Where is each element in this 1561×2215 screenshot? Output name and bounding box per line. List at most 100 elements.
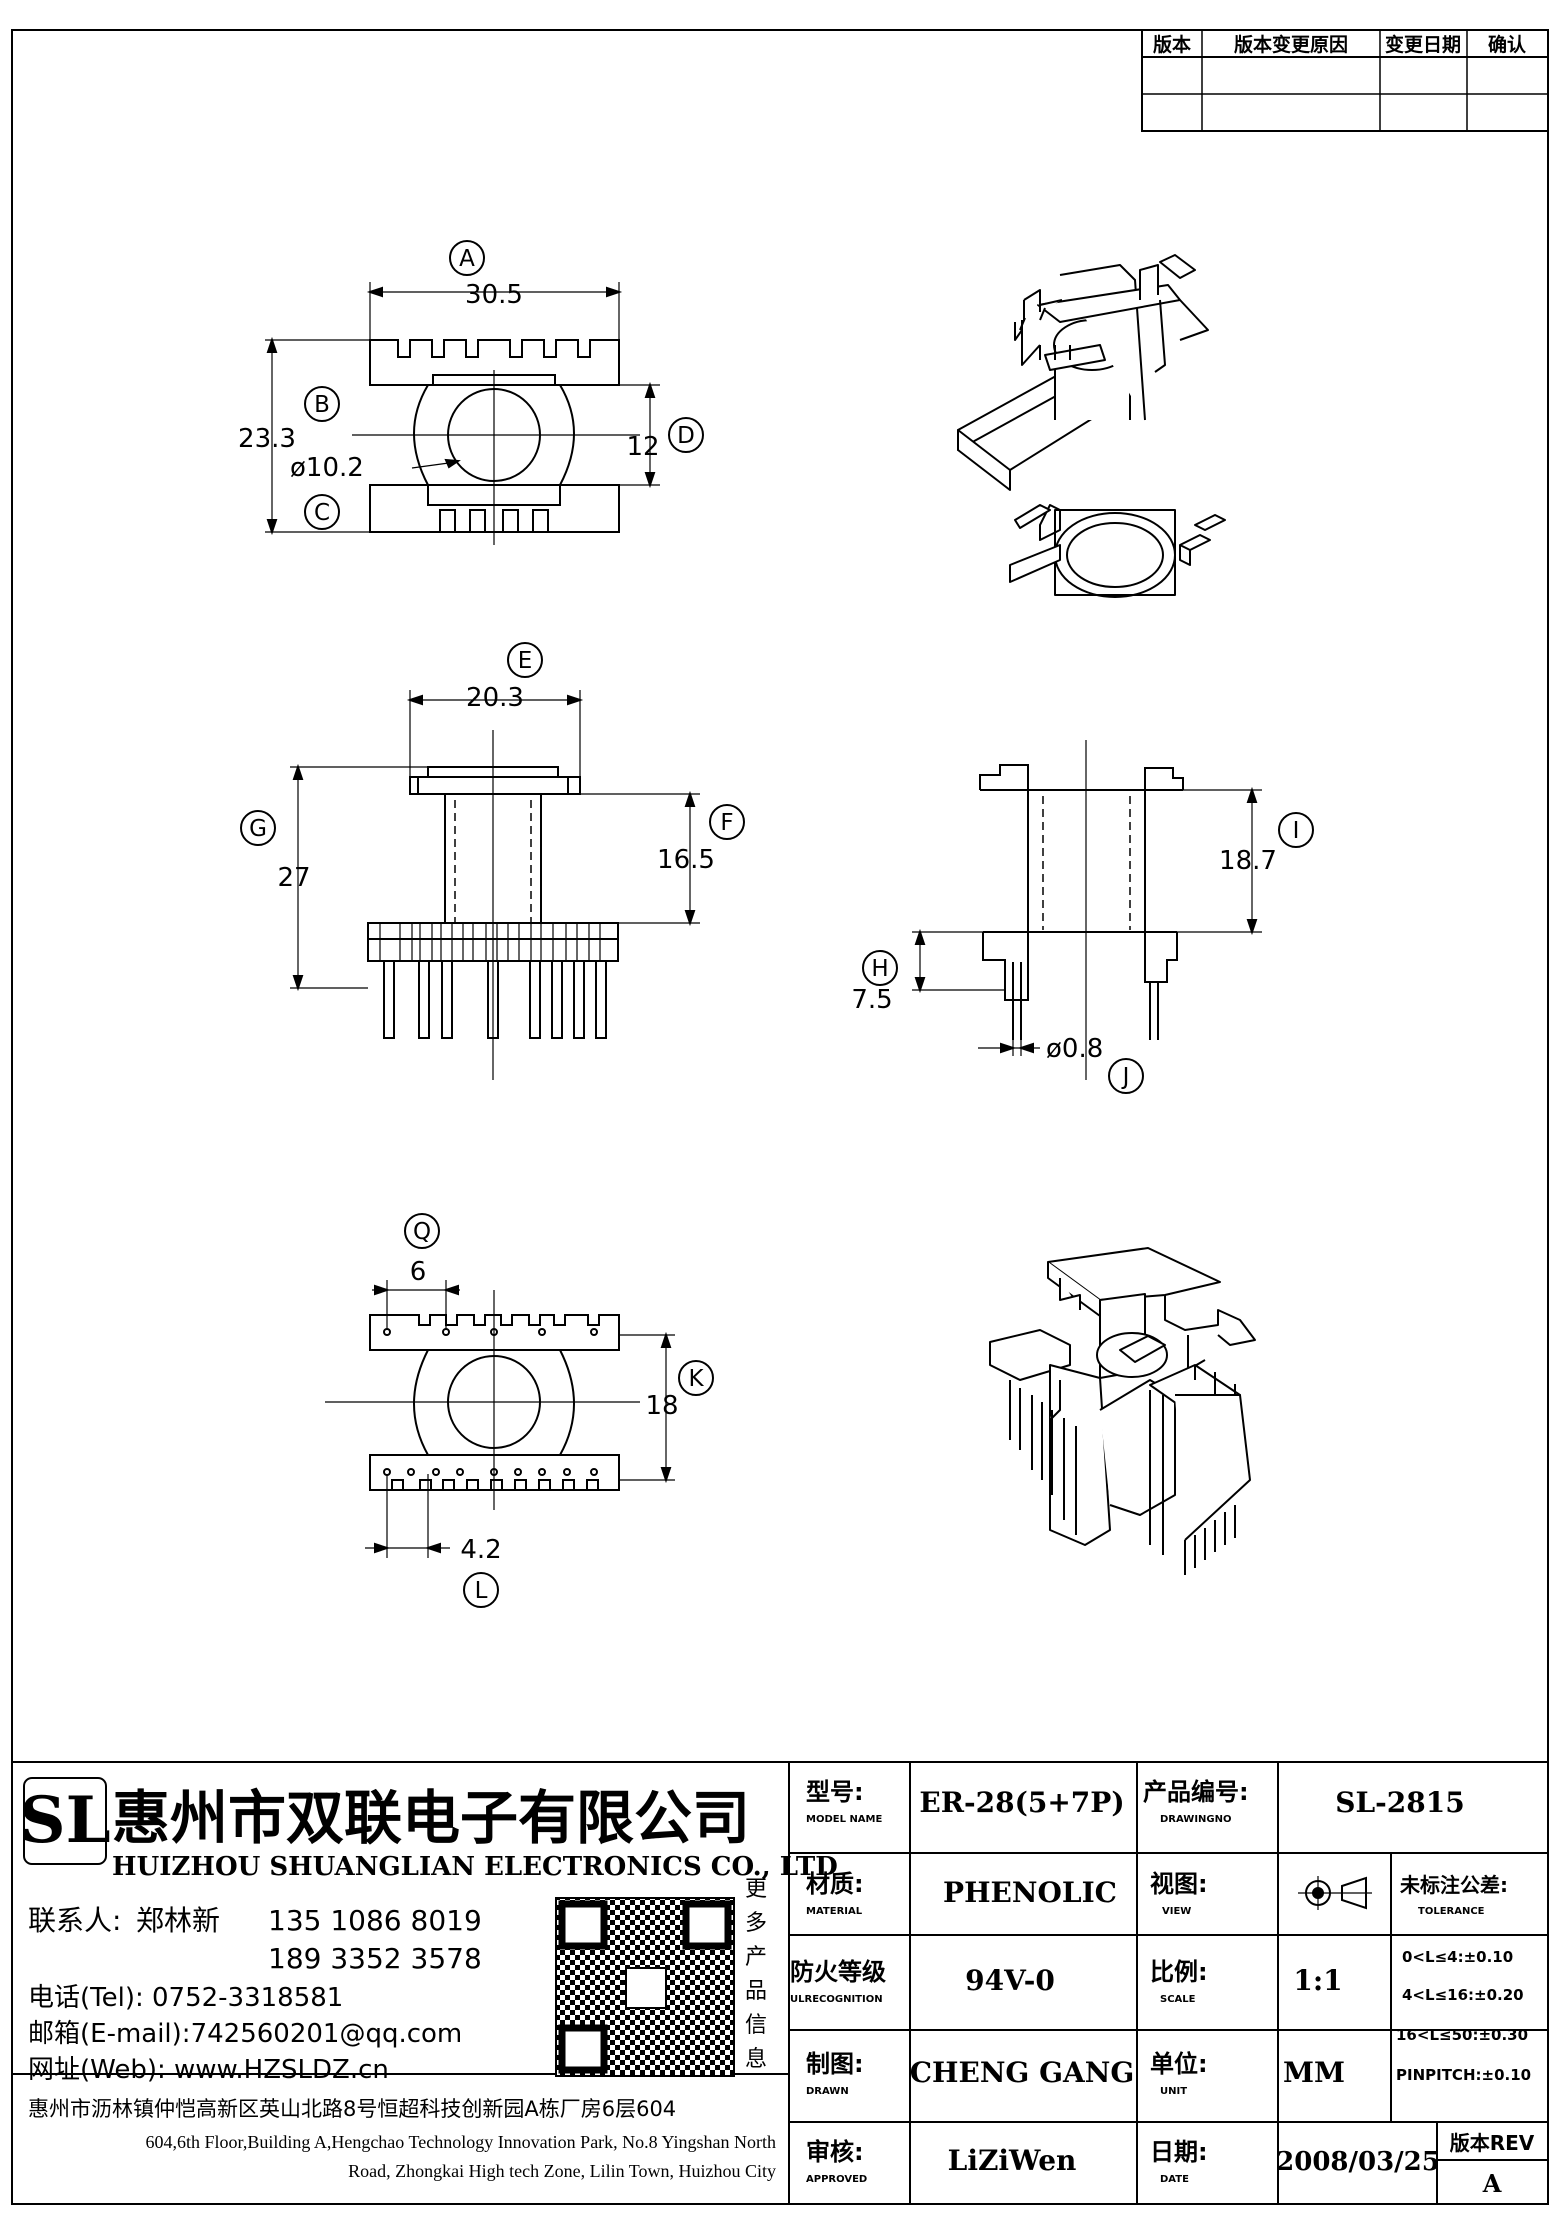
- iso-view-bottom: [989, 1247, 1256, 1575]
- scale-value: 1:1: [1293, 1964, 1342, 1997]
- rev-header-version: 版本: [1153, 33, 1191, 56]
- address-en-1: 604,6th Floor,Building A,Hengchao Techno…: [146, 2132, 776, 2152]
- tolerance-3: 16<L≤50:±0.30: [1396, 2026, 1528, 2044]
- dim-label-g: G: [249, 816, 267, 842]
- tolerance-label: 未标注公差:: [1400, 1873, 1508, 1897]
- view-label-en: VIEW: [1162, 1906, 1191, 1917]
- dim-value-b: 23.3: [238, 424, 296, 454]
- iso-view-top: [957, 254, 1226, 598]
- tel-line: 电话(Tel): 0752-3318581: [28, 1983, 343, 2013]
- svg-text:多: 多: [745, 1911, 767, 1936]
- rev-header-date: 变更日期: [1385, 33, 1461, 56]
- dim-label-f: F: [720, 810, 733, 836]
- top-view-labels: A 30.5 B 23.3 C D 12 ø10.2: [238, 246, 695, 526]
- company-name-en: HUIZHOU SHUANGLIAN ELECTRONICS CO., LTD: [112, 1852, 838, 1882]
- company-name-cn: 惠州市双联电子有限公司: [112, 1784, 750, 1852]
- dim-label-c: C: [314, 500, 330, 526]
- front-view-labels: E 20.3 F 16.5 G 27: [249, 648, 734, 893]
- dim-label-d: D: [677, 423, 695, 449]
- svg-text:信: 信: [745, 2013, 767, 2038]
- svg-text:息: 息: [745, 2047, 767, 2072]
- drawn-label-en: DRAWN: [806, 2086, 849, 2097]
- dim-label-e: E: [518, 648, 533, 674]
- fire-value: 94V-0: [965, 1964, 1055, 1997]
- rev-header-reason: 版本变更原因: [1234, 33, 1348, 56]
- date-label-en: DATE: [1160, 2174, 1189, 2185]
- dim-value-a: 30.5: [465, 280, 523, 310]
- title-block: [12, 1761, 1548, 2204]
- company-logo: SL: [19, 1777, 111, 1865]
- dim-value-d: 12: [626, 432, 659, 462]
- bottom-view-labels: Q 6 K 18 4.2 L: [410, 1219, 705, 1604]
- drawn-value: CHENG GANG: [910, 2056, 1134, 2089]
- dim-value-q: 6: [410, 1257, 427, 1287]
- drawingno-label-en: DRAWINGNO: [1160, 1814, 1232, 1825]
- dim-value-g: 27: [277, 863, 310, 893]
- rev-header-confirm: 确认: [1488, 33, 1526, 56]
- dim-label-a: A: [459, 246, 475, 272]
- svg-text:更: 更: [745, 1877, 767, 1902]
- dim-value-j: ø0.8: [1046, 1034, 1103, 1064]
- side-view: [862, 740, 1314, 1094]
- unit-label-en: UNIT: [1160, 2086, 1187, 2097]
- dim-value-i: 18.7: [1219, 846, 1277, 876]
- revision-table: 版本 版本变更原因 变更日期 确认: [1141, 29, 1549, 132]
- view-label: 视图:: [1150, 1870, 1208, 1898]
- model-value: ER-28(5+7P): [919, 1786, 1124, 1819]
- drawingno-value: SL-2815: [1335, 1786, 1464, 1819]
- dim-label-i: I: [1293, 818, 1300, 844]
- drawingno-label: 产品编号:: [1143, 1778, 1249, 1806]
- scale-label: 比例:: [1150, 1958, 1208, 1986]
- unit-label: 单位:: [1150, 2050, 1208, 2078]
- bottom-view: [325, 1213, 714, 1608]
- bore-diameter: ø10.2: [290, 453, 364, 483]
- tolerance-label-en: TOLERANCE: [1418, 1906, 1485, 1917]
- material-label: 材质:: [806, 1870, 864, 1898]
- drawn-label: 制图:: [806, 2050, 864, 2078]
- contact-phone-1: 135 1086 8019: [268, 1904, 482, 1937]
- approved-value: LiZiWen: [948, 2144, 1077, 2177]
- logo-mark: SL: [19, 1783, 110, 1858]
- dim-value-k: 18: [645, 1391, 678, 1421]
- material-value: PHENOLIC: [943, 1876, 1117, 1909]
- dim-value-f: 16.5: [657, 845, 715, 875]
- dim-label-h: H: [871, 956, 888, 982]
- top-view: [265, 240, 704, 545]
- dim-label-b: B: [314, 392, 330, 418]
- fire-label: 防火等级: [790, 1958, 886, 1986]
- dim-label-j: J: [1121, 1064, 1130, 1090]
- web-line: 网址(Web): www.HZSLDZ.cn: [28, 2055, 389, 2085]
- model-label: 型号:: [806, 1778, 864, 1806]
- qr-code[interactable]: [555, 1897, 735, 2077]
- unit-value: MM: [1283, 2056, 1345, 2089]
- material-label-en: MATERIAL: [806, 1906, 863, 1917]
- date-value: 2008/03/25: [1276, 2147, 1440, 2177]
- svg-text:品: 品: [745, 1979, 767, 2004]
- qr-caption: 更 多 产 品 信 息: [745, 1877, 767, 2072]
- approved-label: 审核:: [806, 2138, 864, 2166]
- projection-symbol: [1298, 1876, 1372, 1910]
- svg-text:产: 产: [745, 1945, 767, 1970]
- contact-label: 联系人:: [28, 1904, 121, 1937]
- dim-value-l: 4.2: [460, 1535, 501, 1565]
- email-line: 邮箱(E-mail):742560201@qq.com: [28, 2019, 462, 2049]
- side-view-labels: I 18.7 H 7.5 ø0.8 J: [851, 818, 1299, 1090]
- dim-value-h: 7.5: [851, 985, 892, 1015]
- fire-label-en: ULRECOGNITION: [790, 1994, 883, 2005]
- approved-label-en: APPROVED: [806, 2174, 867, 2185]
- address-en-2: Road, Zhongkai High tech Zone, Lilin Tow…: [348, 2161, 776, 2181]
- dim-label-k: K: [688, 1366, 704, 1392]
- contact-phone-2: 189 3352 3578: [268, 1942, 482, 1975]
- dim-label-l: L: [475, 1578, 488, 1604]
- scale-label-en: SCALE: [1160, 1994, 1196, 2005]
- date-label: 日期:: [1150, 2138, 1208, 2166]
- tolerance-1: 0<L≤4:±0.10: [1402, 1948, 1513, 1966]
- dim-label-q: Q: [413, 1219, 431, 1245]
- model-label-en: MODEL NAME: [806, 1814, 882, 1825]
- contact-name: 郑林新: [136, 1904, 220, 1937]
- tolerance-4: PINPITCH:±0.10: [1396, 2066, 1531, 2084]
- address-cn: 惠州市沥林镇仲恺高新区英山北路8号恒超科技创新园A栋厂房6层604: [28, 2097, 676, 2121]
- rev-value: A: [1482, 2169, 1502, 2198]
- tolerance-2: 4<L≤16:±0.20: [1402, 1986, 1524, 2004]
